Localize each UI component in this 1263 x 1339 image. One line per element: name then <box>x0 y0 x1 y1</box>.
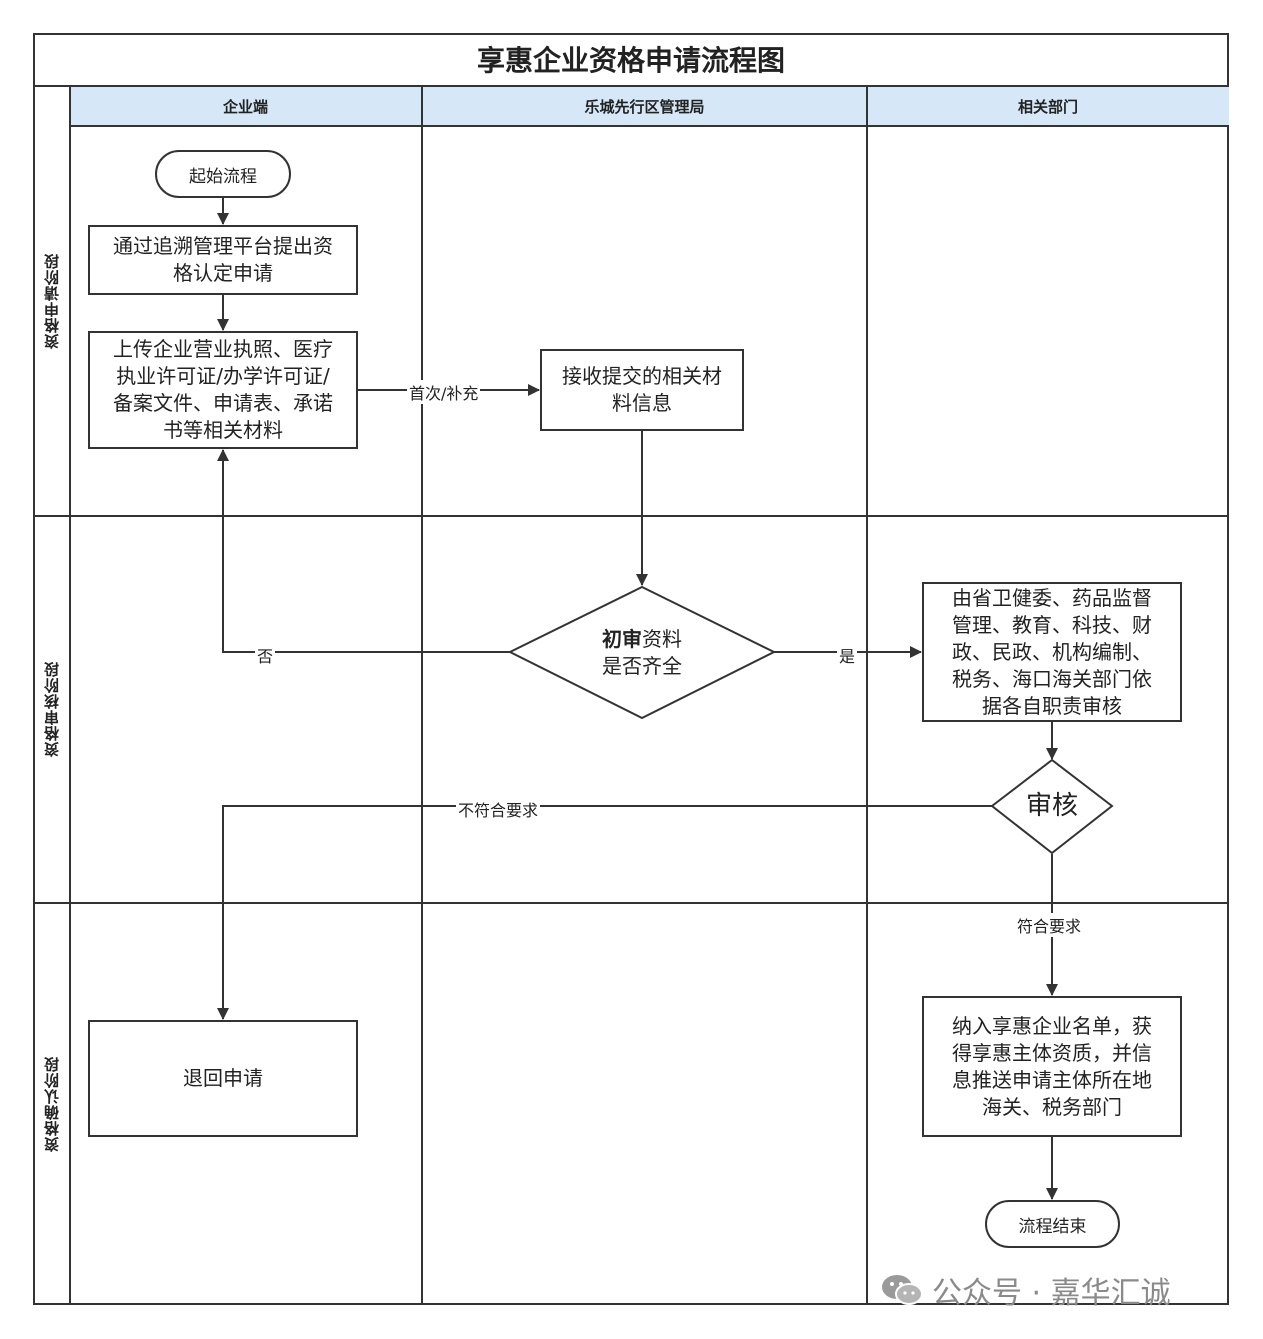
initial-review-rest: 资料 <box>642 627 682 651</box>
lane-header-bureau: 乐城先行区管理局 <box>422 87 867 127</box>
watermark-text: 公众号 · 嘉华汇诚 <box>932 1276 1171 1311</box>
lane-divider-1 <box>421 87 423 1305</box>
dept-review-line: 据各自职责审核 <box>982 693 1122 718</box>
lane-header-enterprise: 企业端 <box>69 87 422 127</box>
diagram-title: 享惠企业资格申请流程图 <box>33 33 1229 87</box>
upload-line: 执业许可证/办学许可证/ <box>116 364 330 388</box>
upload-materials-box: 上传企业营业执照、医疗 执业许可证/办学许可证/ 备案文件、申请表、承诺 书等相… <box>88 331 358 449</box>
upload-line: 上传企业营业执照、医疗 <box>113 337 333 361</box>
include-list-box: 纳入享惠企业名单，获 得享惠主体资质，并信 息推送申请主体所在地 海关、税务部门 <box>922 996 1182 1137</box>
receive-line: 料信息 <box>612 391 672 415</box>
phase-divider-2 <box>33 902 1229 904</box>
edge-audit-not-meet <box>217 805 992 1020</box>
include-line: 息推送申请主体所在地 <box>952 1067 1152 1092</box>
end-node-label: 流程结束 <box>1018 1216 1087 1237</box>
edge-label-yes: 是 <box>837 643 858 667</box>
start-node-label: 起始流程 <box>189 166 257 187</box>
phase-column-divider <box>69 87 71 1305</box>
receive-materials-box: 接收提交的相关材 料信息 <box>540 349 744 431</box>
submit-line: 格认定申请 <box>173 261 273 285</box>
submit-application-box: 通过追溯管理平台提出资 格认定申请 <box>88 225 358 295</box>
edge-label-meet: 符合要求 <box>1015 913 1084 937</box>
dept-review-line: 由省卫健委、药品监督 <box>952 585 1152 610</box>
include-line: 纳入享惠企业名单，获 <box>952 1013 1152 1038</box>
upload-line: 备案文件、申请表、承诺 <box>113 391 333 415</box>
diagram-frame <box>33 33 1229 1305</box>
audit-label: 审核 <box>1025 791 1078 821</box>
receive-line: 接收提交的相关材 <box>562 364 722 388</box>
submit-line: 通过追溯管理平台提出资 <box>113 234 333 258</box>
start-node: 起始流程 <box>155 150 291 198</box>
reject-application-box: 退回申请 <box>88 1020 358 1137</box>
lane-divider-2 <box>866 87 868 1305</box>
wechat-icon <box>882 1275 923 1305</box>
dept-review-line: 管理、教育、科技、财 <box>952 612 1152 637</box>
initial-review-line2: 是否齐全 <box>602 654 682 678</box>
edge-label-no: 否 <box>255 643 276 667</box>
audit-diamond <box>990 758 1114 855</box>
phase-divider-1 <box>33 515 1229 517</box>
dept-review-line: 税务、海口海关部门依 <box>952 666 1152 691</box>
lane-header-departments: 相关部门 <box>867 87 1229 127</box>
dept-review-line: 政、民政、机构编制、 <box>952 639 1152 664</box>
dept-review-box: 由省卫健委、药品监督 管理、教育、科技、财 政、民政、机构编制、 税务、海口海关… <box>922 582 1182 722</box>
initial-review-diamond <box>507 585 777 720</box>
initial-review-bold: 初审 <box>602 627 642 651</box>
edge-label-not-meet: 不符合要求 <box>456 797 541 821</box>
end-node: 流程结束 <box>985 1200 1120 1248</box>
edge-label-first-or-supplement: 首次/补充 <box>407 380 481 404</box>
reject-label: 退回申请 <box>183 1066 263 1090</box>
include-line: 海关、税务部门 <box>982 1094 1122 1119</box>
upload-line: 书等相关材料 <box>163 418 283 442</box>
include-line: 得享惠主体资质，并信 <box>952 1040 1152 1065</box>
initial-review-text: 初审资料 是否齐全 <box>560 626 724 680</box>
watermark: 公众号 · 嘉华汇诚 <box>880 1268 1171 1312</box>
edge-initial-review-no <box>217 449 510 653</box>
